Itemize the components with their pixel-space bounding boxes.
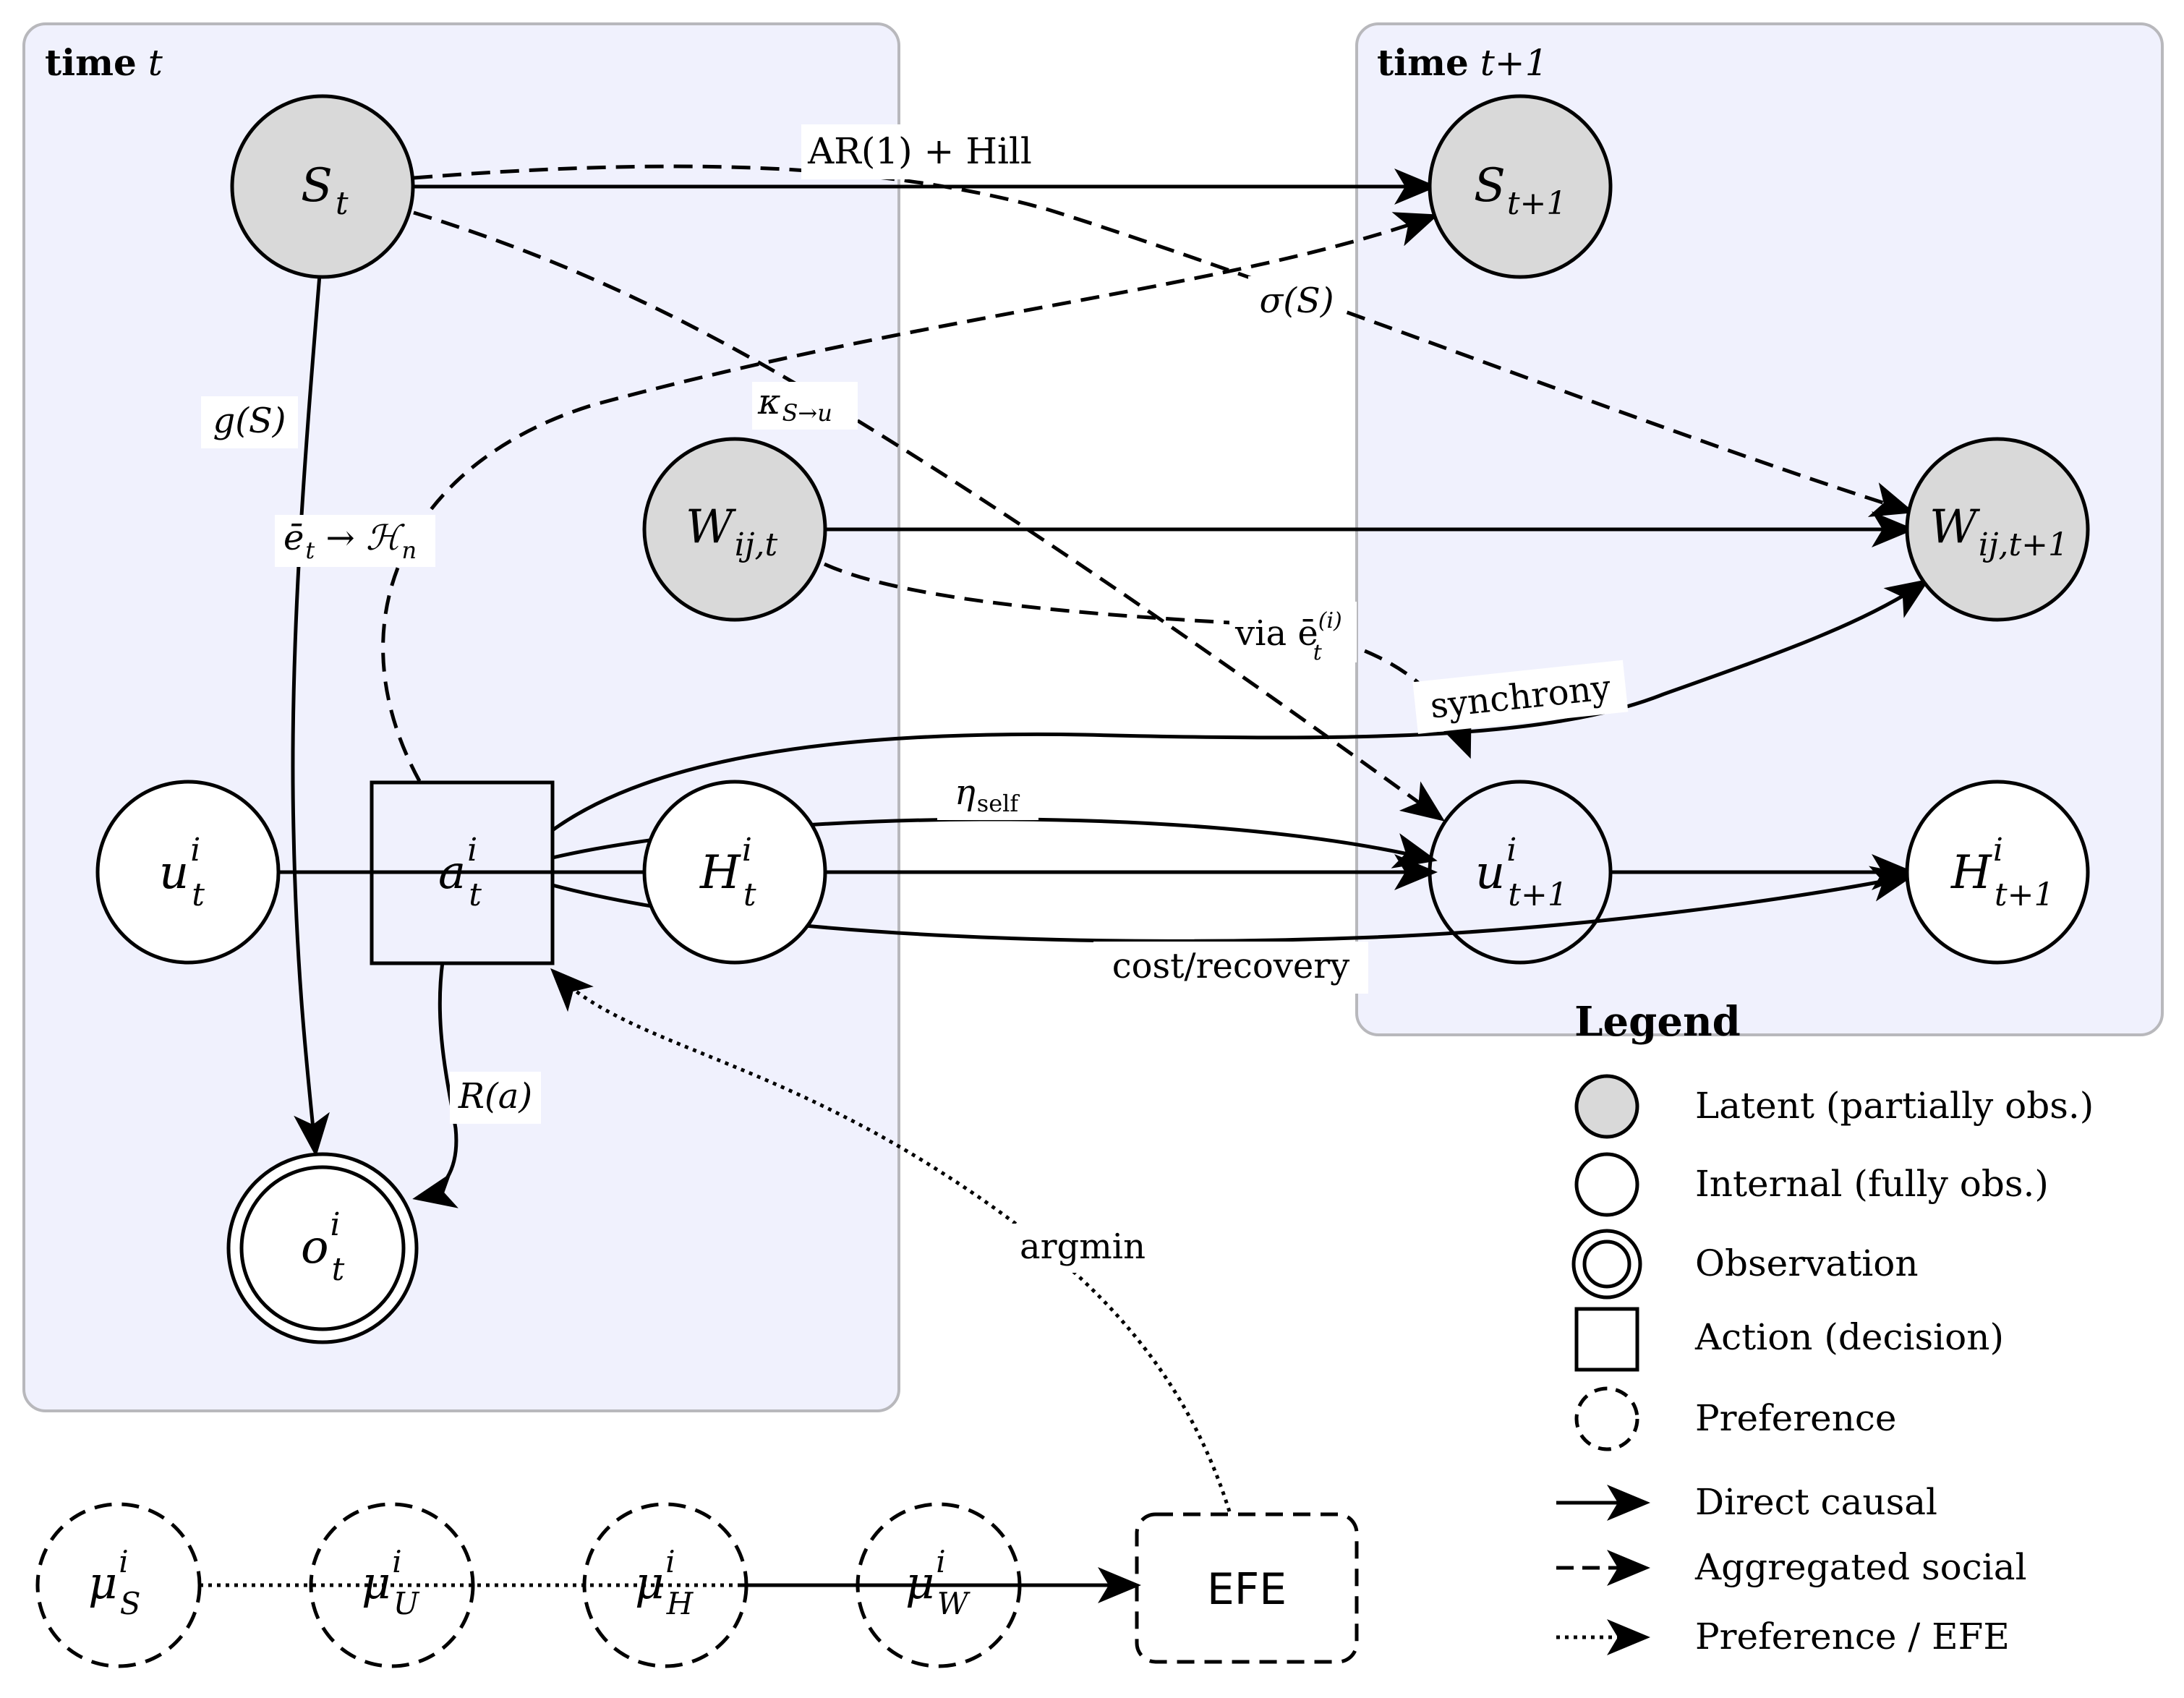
svg-text:St+1: St+1: [1474, 159, 1566, 222]
edge-e-to-h: [381, 212, 1439, 782]
svg-text:ηself: ηself: [955, 772, 1020, 817]
legend-internal-icon: [1574, 1152, 1639, 1217]
edge-kappa: [413, 210, 1446, 822]
edge-synchrony: [551, 579, 1930, 832]
svg-text:g(S): g(S): [213, 401, 286, 441]
legend-title: Legend: [1574, 998, 1741, 1046]
svg-text:ēt → ℋn: ēt → ℋn: [283, 518, 417, 564]
label-sigma-s: σ(S): [1248, 276, 1345, 328]
panel-t1-title: time t+1: [1377, 41, 1548, 84]
svg-text:μiU: μiU: [362, 1544, 420, 1621]
svg-text:Hit+1: Hit+1: [1950, 832, 2054, 913]
svg-text:via ē(i)t: via ē(i)t: [1234, 608, 1342, 665]
edge-argmin: [550, 968, 1232, 1512]
node-s-t: St: [230, 94, 415, 279]
svg-text:St: St: [301, 159, 349, 222]
svg-text:σ(S): σ(S): [1259, 281, 1334, 321]
node-efe: EFE: [1135, 1512, 1359, 1664]
label-ar-hill: AR(1) + Hill: [801, 124, 1038, 179]
panel-t-title: time t: [45, 41, 163, 84]
legend-preference-icon: [1574, 1386, 1639, 1451]
node-s-t1: St+1: [1428, 94, 1613, 279]
node-w-t1: Wij,t+1: [1905, 437, 2090, 622]
legend-latent-icon: [1574, 1074, 1639, 1139]
svg-text:Wij,t+1: Wij,t+1: [1929, 500, 2068, 563]
legend-action-icon: [1574, 1307, 1639, 1372]
label-cost-recovery: cost/recovery: [1093, 942, 1368, 994]
legend-preference-label: Preference: [1695, 1397, 1897, 1439]
svg-text:R(a): R(a): [458, 1076, 532, 1117]
edge-sigma-s: [413, 164, 1915, 517]
panel-time-t: [22, 22, 900, 1412]
legend-latent-label: Latent (partially obs.): [1695, 1085, 2094, 1127]
label-r-a: R(a): [450, 1072, 541, 1124]
svg-text:argmin: argmin: [1020, 1226, 1146, 1267]
legend-internal-label: Internal (fully obs.): [1695, 1163, 2049, 1205]
svg-text:ait: ait: [438, 832, 482, 913]
svg-text:Hit: Hit: [699, 832, 756, 913]
label-g-s: g(S): [201, 396, 298, 448]
svg-text:μiS: μiS: [88, 1544, 141, 1621]
label-via-e: via ē(i)t: [1229, 602, 1357, 665]
svg-text:uit+1: uit+1: [1475, 832, 1568, 913]
label-argmin: argmin: [1008, 1224, 1157, 1273]
legend-observation-label: Observation: [1695, 1242, 1919, 1284]
svg-text:uit: uit: [159, 832, 205, 913]
legend-social-label: Aggregated social: [1694, 1546, 2027, 1588]
label-e-to-h: ēt → ℋn: [275, 515, 435, 567]
legend: Legend Latent (partially obs.) Internal …: [1556, 998, 2094, 1658]
legend-efe-label: Preference / EFE: [1695, 1616, 2010, 1658]
svg-text:Wij,t: Wij,t: [686, 500, 777, 563]
legend-observation-inner: [1582, 1240, 1631, 1289]
legend-action-label: Action (decision): [1694, 1316, 2004, 1358]
svg-text:oit: oit: [301, 1206, 345, 1288]
svg-text:μiW: μiW: [905, 1544, 971, 1621]
label-kappa: κS→u: [752, 382, 858, 430]
svg-text:μiH: μiH: [635, 1544, 694, 1621]
svg-text:AR(1) + Hill: AR(1) + Hill: [807, 130, 1032, 172]
edge-g-s: [291, 274, 330, 1157]
svg-text:cost/recovery: cost/recovery: [1112, 946, 1350, 986]
svg-text:κS→u: κS→u: [757, 382, 832, 427]
svg-text:EFE: EFE: [1207, 1564, 1287, 1615]
legend-direct-label: Direct causal: [1695, 1481, 1937, 1523]
label-eta-self: ηself: [937, 772, 1038, 820]
node-w-t: Wij,t: [642, 437, 827, 622]
